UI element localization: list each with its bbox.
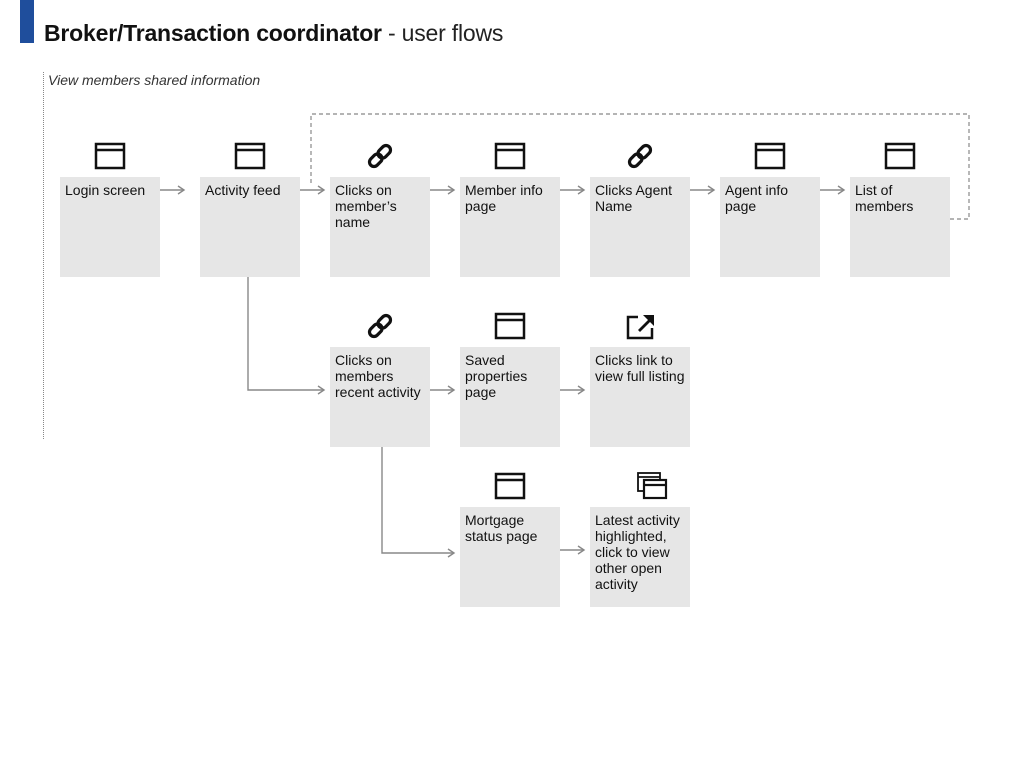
loop-back-dashed-line <box>310 113 970 220</box>
window-icon <box>494 310 526 342</box>
link-icon <box>364 310 396 342</box>
node-clicks-members-name: Clicks on member’s name <box>330 177 430 277</box>
node-label: Mortgage status page <box>465 512 538 544</box>
node-member-info-page: Member info page <box>460 177 560 277</box>
link-icon <box>364 140 396 172</box>
node-label: Agent info page <box>725 182 789 214</box>
stacked-windows-icon <box>636 470 668 502</box>
node-list-of-members: List of members <box>850 177 950 277</box>
title-accent-bar <box>20 0 34 43</box>
page-title-rest: - user flows <box>381 20 504 46</box>
section-label: View members shared information <box>48 72 261 88</box>
node-label: Clicks on members recent activity <box>335 352 421 400</box>
node-clicks-recent-activity: Clicks on members recent activity <box>330 347 430 447</box>
node-latest-activity: Latest activity highlighted, click to vi… <box>590 507 690 607</box>
node-label: Login screen <box>65 182 146 198</box>
node-mortgage-status-page: Mortgage status page <box>460 507 560 607</box>
node-activity-feed: Activity feed <box>200 177 300 277</box>
link-icon <box>624 140 656 172</box>
window-icon <box>234 140 266 172</box>
page-title-bold: Broker/Transaction coordinator <box>44 20 382 46</box>
arrow-activity-to-recent-activity <box>247 277 326 395</box>
node-label: Activity feed <box>205 182 281 198</box>
node-label: Saved properties page <box>465 352 528 400</box>
node-label: Latest activity highlighted, click to vi… <box>595 512 680 592</box>
arrow-recent-activity-to-mortgage <box>381 447 456 558</box>
page-title: Broker/Transaction coordinator - user fl… <box>44 19 503 47</box>
node-label: Clicks link to view full listing <box>595 352 685 384</box>
node-label: Member info page <box>465 182 543 214</box>
section-rule <box>43 72 44 439</box>
node-label: Clicks Agent Name <box>595 182 673 214</box>
window-icon <box>494 140 526 172</box>
node-label: List of members <box>855 182 914 214</box>
window-icon <box>94 140 126 172</box>
node-saved-properties-page: Saved properties page <box>460 347 560 447</box>
window-icon <box>884 140 916 172</box>
node-login-screen: Login screen <box>60 177 160 277</box>
node-agent-info-page: Agent info page <box>720 177 820 277</box>
window-icon <box>494 470 526 502</box>
node-clicks-agent-name: Clicks Agent Name <box>590 177 690 277</box>
external-link-icon <box>624 310 656 342</box>
node-label: Clicks on member’s name <box>335 182 397 230</box>
window-icon <box>754 140 786 172</box>
node-clicks-full-listing: Clicks link to view full listing <box>590 347 690 447</box>
